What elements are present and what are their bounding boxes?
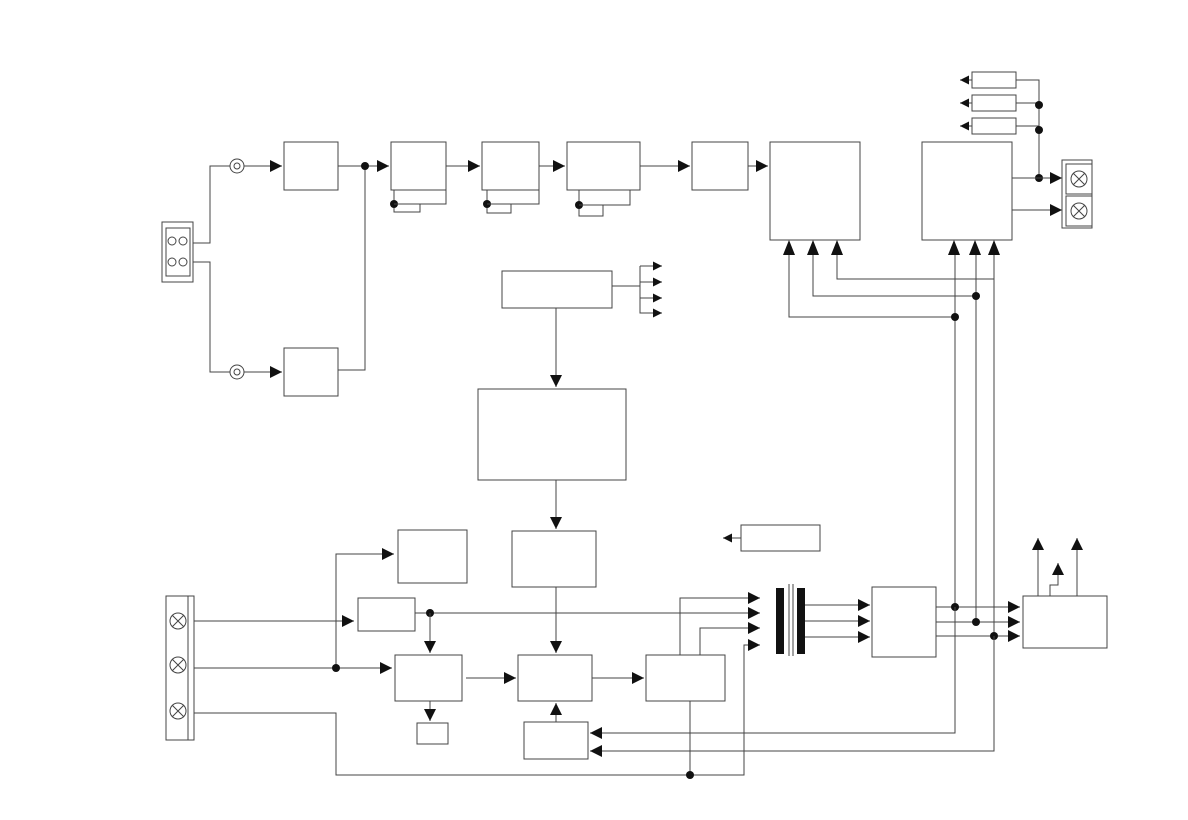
block-input-1 (283, 141, 339, 191)
driver-block (645, 654, 726, 702)
stage-2 (481, 141, 540, 214)
output-connector-top-right (1061, 159, 1093, 229)
regulator-block (511, 530, 597, 588)
input-connector-top (161, 221, 194, 283)
main-block (477, 388, 627, 481)
sense-block (357, 597, 416, 632)
small-block (416, 722, 449, 745)
input-wiring (193, 160, 282, 378)
aux-block (397, 529, 468, 584)
control-lines (783, 240, 1000, 636)
feedback-block (523, 721, 589, 760)
junction-dot (361, 162, 369, 170)
output-block (921, 141, 1013, 241)
processor-block (769, 141, 861, 241)
transformer (776, 584, 805, 656)
rectifier-block (394, 654, 463, 702)
load-outputs (1032, 538, 1083, 596)
antenna-ring-bottom (229, 364, 245, 380)
power-input-connector (165, 595, 195, 741)
controller-block (501, 270, 613, 309)
power-wiring (194, 548, 760, 776)
merge-wiring (338, 160, 389, 371)
pwm-block (517, 654, 593, 702)
stage-1 (390, 141, 447, 213)
output-rail-wiring (590, 601, 1020, 757)
stage-3 (566, 141, 641, 217)
driver-wiring (679, 592, 760, 779)
block-input-2 (283, 347, 339, 397)
output-rectifier-block (871, 586, 937, 658)
legend-box (723, 524, 821, 552)
load-block (1022, 595, 1108, 649)
output-stubs (960, 71, 1062, 216)
antenna-ring-top (229, 158, 245, 174)
controller-outputs (612, 261, 662, 318)
stage-4 (691, 141, 749, 191)
secondary-wiring (805, 599, 870, 643)
